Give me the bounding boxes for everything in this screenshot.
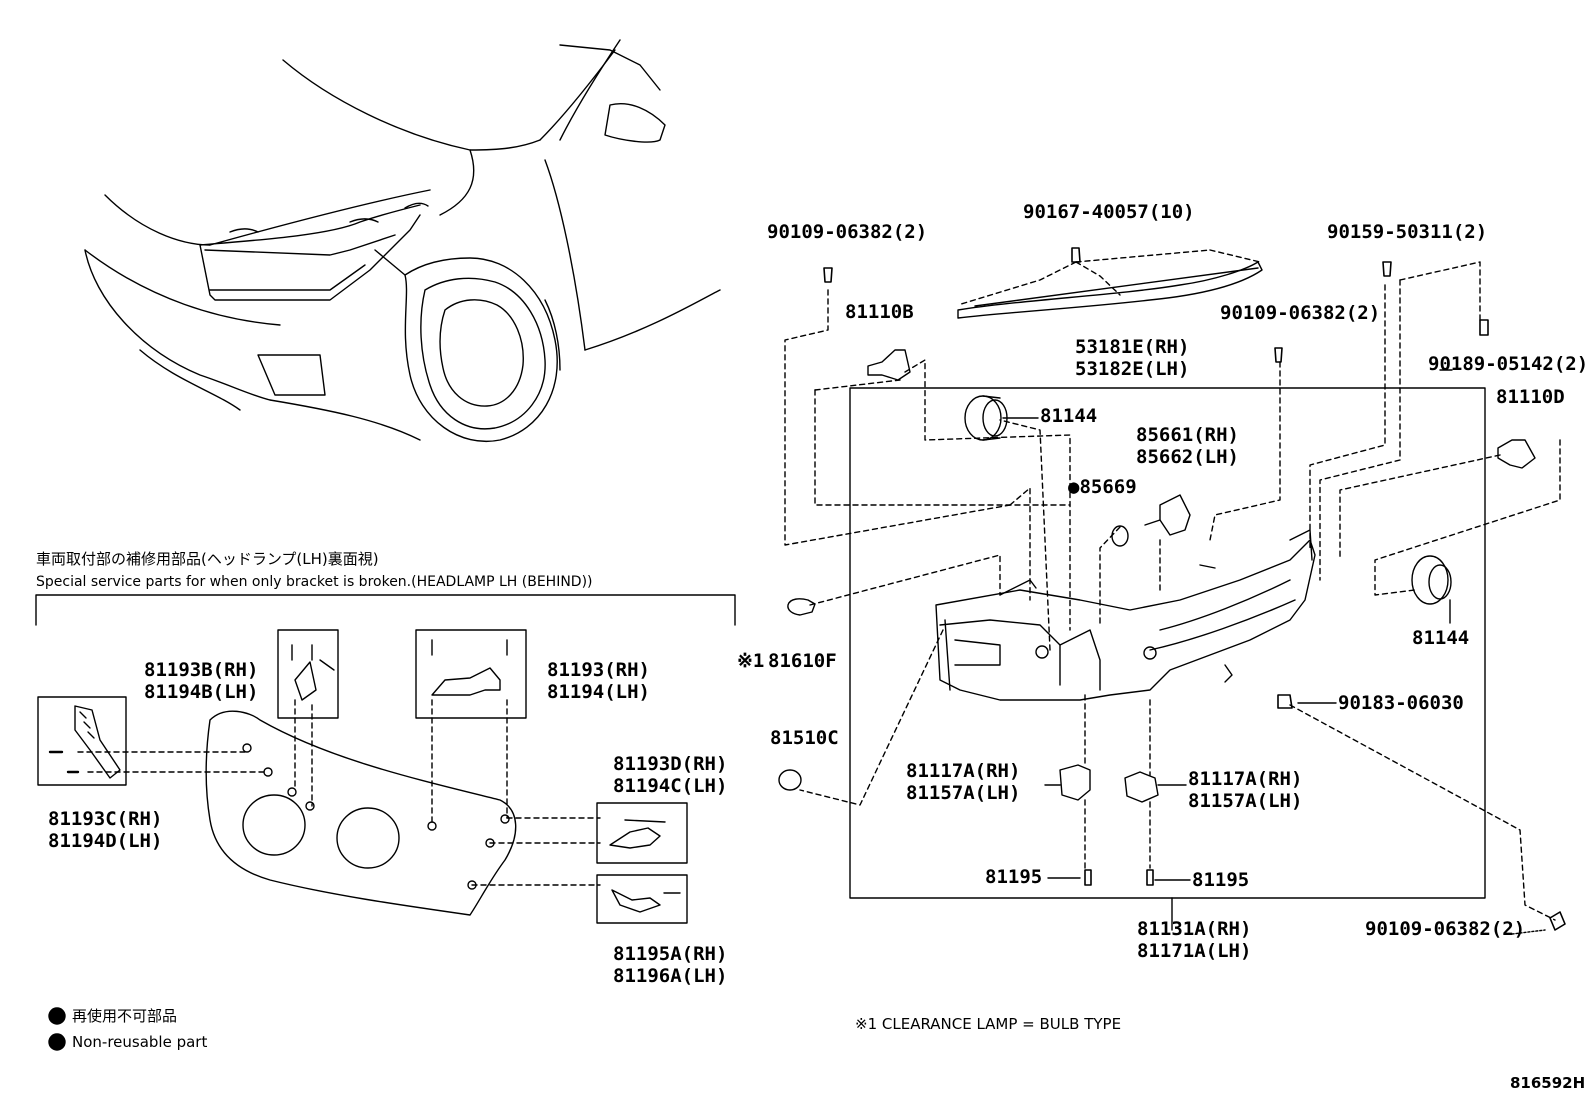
headlamp-assembly-frame <box>849 387 1486 899</box>
bracket-81117a-left <box>1059 764 1091 801</box>
special-parts-title-jp: 車両取付部の補修用部品(ヘッドランプ(LH)裏面視) <box>36 550 379 568</box>
legend-text-jp: 再使用不可部品 <box>72 1007 178 1025</box>
headlamp-unit <box>935 529 1316 701</box>
bracket-81195a-box <box>596 874 688 924</box>
label-81610f-mark: ※1 <box>737 650 765 672</box>
bulb-81110b <box>867 349 911 381</box>
label-81117a-left: 81117A(RH) <box>906 760 1021 782</box>
label-81110b: 81110B <box>845 301 914 323</box>
label-85661: 85661(RH) <box>1136 424 1239 446</box>
label-81144-top: 81144 <box>1040 405 1098 427</box>
label-81195-left: 81195 <box>985 866 1043 888</box>
label-90167: 90167-40057(10) <box>1023 201 1195 223</box>
label-81110d: 81110D <box>1496 386 1565 408</box>
special-parts-title-en: Special service parts for when only brac… <box>36 574 593 590</box>
solid-leader-lines <box>1002 369 1546 935</box>
bracket-81193b-box <box>277 629 339 719</box>
oring-85669 <box>1111 525 1129 547</box>
label-81144-right: 81144 <box>1412 627 1470 649</box>
bracket-81193d-box <box>596 802 688 864</box>
label-81194d: 81194D(LH) <box>48 830 163 852</box>
vehicle-front-illustration <box>84 39 721 442</box>
bracket-81193c-box <box>37 696 127 786</box>
bulb-81610f <box>787 598 816 616</box>
legend-dot-jp <box>48 1007 66 1025</box>
label-81157a-left: 81157A(LH) <box>906 782 1021 804</box>
bracket-81117a-right <box>1124 771 1159 803</box>
lens-53181e <box>957 261 1263 319</box>
label-53181e: 53181E(RH) <box>1075 336 1190 358</box>
label-81194c: 81194C(LH) <box>613 775 728 797</box>
special-parts-bracket-frame <box>35 594 736 626</box>
label-81157a-right: 81157A(LH) <box>1188 790 1303 812</box>
cap-81144-right <box>1411 555 1452 605</box>
label-90183: 90183-06030 <box>1338 692 1464 714</box>
clearance-lamp-footnote: ※1 CLEARANCE LAMP = BULB TYPE <box>855 1015 1122 1033</box>
label-85662: 85662(LH) <box>1136 446 1239 468</box>
label-90159: 90159-50311(2) <box>1327 221 1488 243</box>
label-81610f: 81610F <box>768 650 837 672</box>
special-parts-leader-lines <box>77 699 601 886</box>
label-90189: 90189-05142(2) <box>1428 353 1589 375</box>
legend-dot-en <box>48 1033 66 1051</box>
fasteners <box>823 247 1566 931</box>
label-81194: 81194(LH) <box>547 681 650 703</box>
cap-81144-top <box>964 395 1008 441</box>
figure-code: 816592H <box>1510 1074 1586 1092</box>
label-90109-mid: 90109-06382(2) <box>1220 302 1381 324</box>
label-81193c: 81193C(RH) <box>48 808 163 830</box>
label-81171a: 81171A(LH) <box>1137 940 1252 962</box>
label-81196a: 81196A(LH) <box>613 965 728 987</box>
headlamp-back-housing <box>205 710 517 916</box>
label-90109-topleft: 90109-06382(2) <box>767 221 928 243</box>
label-53182e: 53182E(LH) <box>1075 358 1190 380</box>
cap-81510c <box>778 769 802 791</box>
label-85669: ●85669 <box>1068 476 1137 498</box>
assembly-leader-lines <box>784 249 1561 921</box>
legend-text-en: Non-reusable part <box>72 1033 208 1051</box>
label-81117a-right: 81117A(RH) <box>1188 768 1303 790</box>
label-81510c: 81510C <box>770 727 839 749</box>
label-90109-bottomright: 90109-06382(2) <box>1365 918 1526 940</box>
bulb-81110d <box>1497 439 1536 469</box>
label-81193: 81193(RH) <box>547 659 650 681</box>
label-81193b: 81193B(RH) <box>144 659 259 681</box>
socket-85661 <box>1144 494 1191 536</box>
label-81195-right: 81195 <box>1192 869 1250 891</box>
label-81195a: 81195A(RH) <box>613 943 728 965</box>
label-81194b: 81194B(LH) <box>144 681 259 703</box>
bracket-81193-box <box>415 629 527 719</box>
label-81131a: 81131A(RH) <box>1137 918 1252 940</box>
label-81193d: 81193D(RH) <box>613 753 728 775</box>
